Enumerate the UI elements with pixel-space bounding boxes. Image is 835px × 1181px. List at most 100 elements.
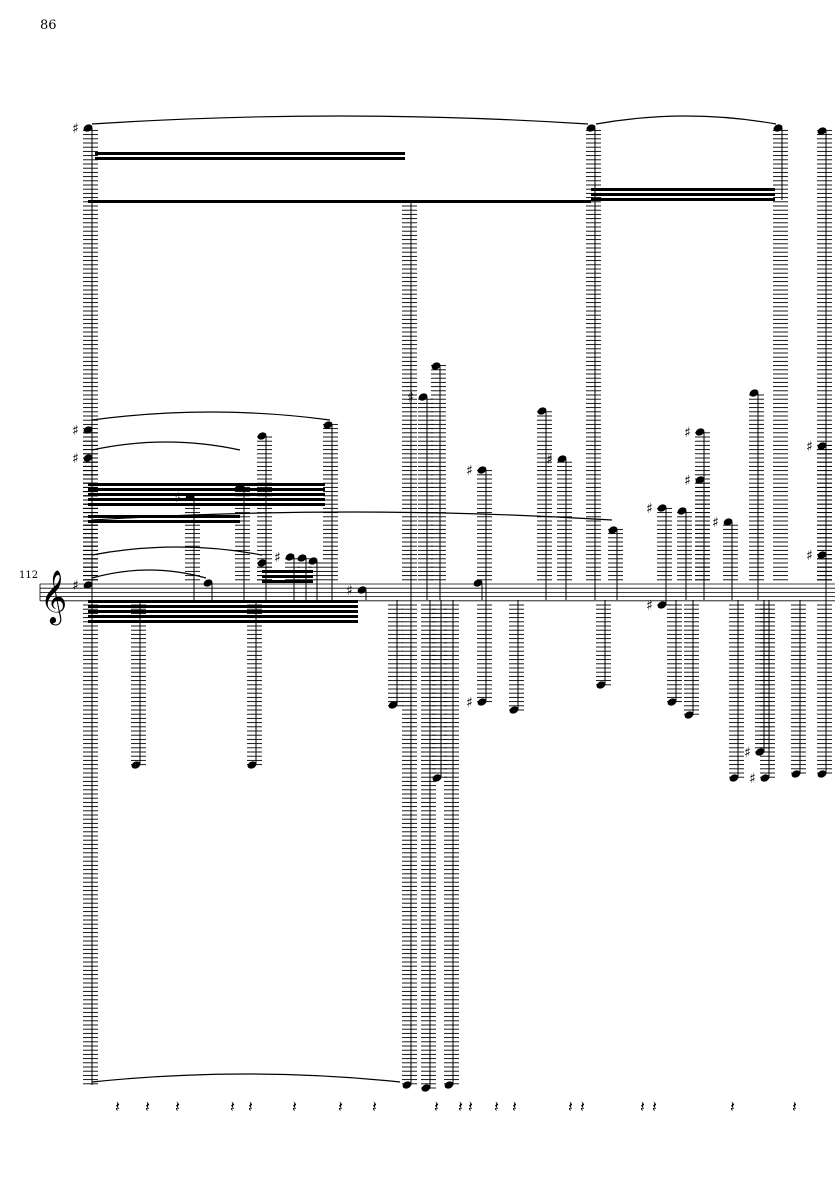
beam — [95, 157, 405, 160]
notehead — [247, 761, 257, 769]
note: ♯ — [174, 490, 200, 600]
sharp-icon: ♯ — [806, 548, 813, 564]
sharp-icon: ♯ — [174, 490, 181, 506]
notehead — [608, 526, 618, 534]
note — [247, 600, 262, 769]
beam — [88, 520, 240, 523]
notehead — [402, 1081, 412, 1089]
beam — [262, 580, 313, 583]
notehead — [257, 432, 267, 440]
notehead — [83, 454, 93, 462]
note — [684, 600, 699, 719]
beam — [88, 610, 358, 613]
note: ♯ — [72, 423, 98, 600]
notehead — [537, 407, 547, 415]
rest-icon: 𝄽 — [468, 1097, 473, 1116]
notehead — [684, 711, 694, 719]
beam — [88, 503, 325, 506]
note — [791, 600, 806, 778]
note: ♯ — [684, 473, 710, 600]
rest-icon: 𝄽 — [292, 1097, 297, 1116]
tie — [91, 411, 331, 421]
notehead — [695, 476, 705, 484]
rest-icon: 𝄽 — [372, 1097, 377, 1116]
notehead — [421, 1084, 431, 1092]
sharp-icon: ♯ — [546, 452, 553, 468]
notehead — [131, 761, 141, 769]
notehead — [817, 770, 827, 778]
tie — [91, 1073, 401, 1083]
rest-icon: 𝄽 — [640, 1097, 645, 1116]
beams — [88, 152, 775, 623]
note: ♯ — [646, 501, 672, 600]
rest-icon: 𝄽 — [145, 1097, 150, 1116]
rest-icon: 𝄽 — [115, 1097, 120, 1116]
sharp-icon: ♯ — [346, 583, 353, 599]
notehead — [817, 551, 827, 559]
sharp-icon: ♯ — [744, 745, 751, 761]
notehead — [749, 389, 759, 397]
rest-icon: 𝄽 — [792, 1097, 797, 1116]
tie — [91, 546, 263, 556]
beam — [262, 575, 313, 578]
tie — [91, 441, 241, 451]
notehead — [723, 518, 733, 526]
notehead — [677, 507, 687, 515]
beam — [591, 193, 775, 196]
measure-number: 112 — [19, 570, 39, 581]
notehead — [729, 774, 739, 782]
ties — [91, 115, 777, 1083]
notehead — [667, 698, 677, 706]
note — [677, 507, 692, 600]
note — [203, 579, 213, 600]
notes: ♯♯♯♯♯♯♯♯♯♯♯♯♯♯♯♯♯♯♯♯ — [72, 121, 832, 1092]
beam — [88, 615, 358, 618]
notehead — [760, 774, 770, 782]
notehead — [596, 681, 606, 689]
note — [473, 579, 483, 600]
tie — [91, 511, 613, 521]
beam — [88, 488, 325, 491]
page-number: 86 — [40, 18, 57, 33]
note: ♯ — [806, 548, 832, 600]
note — [257, 432, 272, 600]
notehead — [477, 466, 487, 474]
staff — [39, 583, 835, 602]
note — [323, 421, 338, 600]
note — [257, 559, 272, 600]
note: ♯ — [749, 600, 775, 787]
notehead — [235, 483, 245, 491]
note: ♯ — [546, 452, 572, 600]
sharp-icon: ♯ — [646, 598, 653, 614]
notehead — [817, 442, 827, 450]
notehead — [203, 579, 213, 587]
notehead — [83, 581, 93, 589]
notehead — [477, 698, 487, 706]
rest-icon: 𝄽 — [512, 1097, 517, 1116]
beam — [88, 493, 325, 496]
note — [817, 127, 832, 600]
note: ♯ — [466, 463, 492, 600]
notehead — [473, 579, 483, 587]
beam — [88, 605, 358, 608]
sharp-icon: ♯ — [72, 451, 79, 467]
rest-icon: 𝄽 — [652, 1097, 657, 1116]
beam — [88, 200, 591, 203]
sharp-icon: ♯ — [72, 578, 79, 594]
note — [749, 389, 764, 600]
beam — [591, 188, 775, 191]
beam — [88, 498, 325, 501]
notehead — [285, 553, 295, 561]
note — [667, 600, 682, 706]
note: ♯ — [72, 578, 93, 600]
notehead — [657, 601, 667, 609]
notehead — [817, 127, 827, 135]
tie — [91, 115, 589, 125]
beam — [591, 198, 775, 201]
notehead — [444, 1081, 454, 1089]
sharp-icon: ♯ — [749, 771, 756, 787]
notehead — [323, 421, 333, 429]
notehead — [257, 559, 267, 567]
note: ♯ — [274, 550, 300, 600]
